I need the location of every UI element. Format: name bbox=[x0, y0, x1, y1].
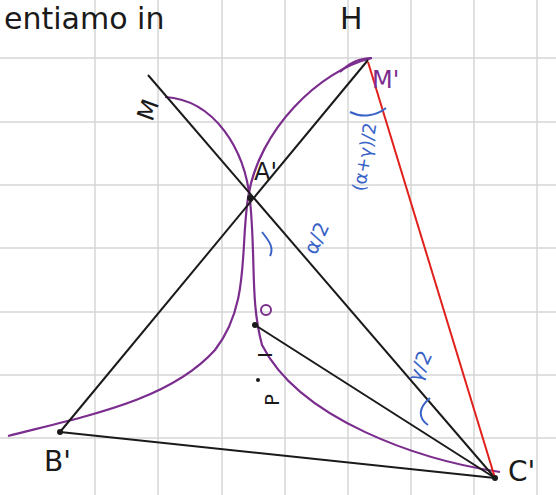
point-mark bbox=[261, 305, 271, 315]
point-label: B' bbox=[44, 448, 71, 476]
point-label: M' bbox=[372, 68, 399, 92]
red-segment bbox=[368, 62, 495, 478]
point-label: A' bbox=[254, 160, 277, 184]
angle-label: α/2 bbox=[300, 219, 332, 257]
angle-label: (α+γ)/2 bbox=[350, 121, 380, 192]
point-label: I bbox=[255, 352, 275, 358]
points bbox=[57, 195, 498, 481]
circle-arcs bbox=[8, 58, 500, 472]
point-label: P bbox=[262, 394, 282, 406]
heading-text: entiamo in bbox=[4, 4, 164, 34]
triangle-lines bbox=[60, 60, 495, 478]
angle-marks bbox=[262, 108, 430, 425]
point-label: H bbox=[340, 4, 363, 34]
point-label: C' bbox=[508, 458, 535, 486]
